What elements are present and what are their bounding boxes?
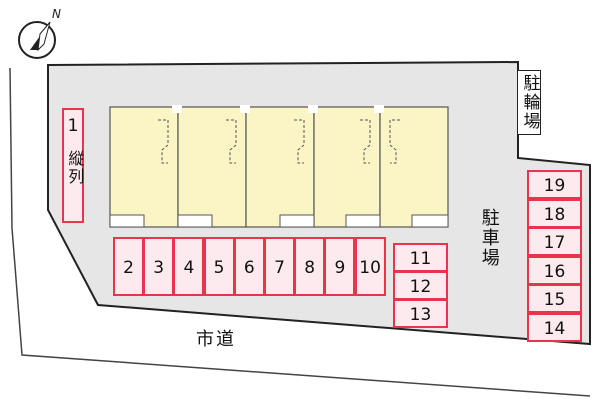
- parking-slot-14: 14: [527, 312, 582, 342]
- parking-slot-1: 1 縦列: [62, 108, 84, 223]
- road-edge-outer: [9, 67, 591, 397]
- parking-slot-4: 4: [173, 237, 205, 296]
- parking-slot-18: 18: [527, 198, 582, 228]
- entry-block: [411, 214, 449, 228]
- slot-number: 17: [543, 233, 566, 253]
- parking-slot-12: 12: [393, 271, 448, 300]
- parking-slot-9: 9: [324, 237, 356, 296]
- stair-outline: [226, 119, 237, 164]
- building-unit: [379, 106, 449, 228]
- slot-number: 7: [274, 258, 285, 278]
- north-label: N: [52, 7, 61, 21]
- parking-slot-16: 16: [527, 255, 582, 285]
- stair-outline: [389, 119, 400, 164]
- slot-number: 16: [543, 261, 566, 282]
- parking-slot-6: 6: [233, 237, 265, 296]
- slot-number: 13: [409, 305, 432, 325]
- apartment-building: [109, 105, 449, 228]
- building-unit: [109, 106, 179, 228]
- parking-slot-7: 7: [264, 237, 295, 296]
- parking-slot-19: 19: [527, 170, 582, 199]
- slot-number: 11: [409, 249, 432, 269]
- parking-slot-3: 3: [143, 237, 175, 296]
- parking-slot-15: 15: [527, 284, 582, 313]
- slot-number: 14: [543, 318, 566, 339]
- slot-number: 5: [213, 258, 225, 278]
- entry-block: [345, 214, 381, 228]
- building-unit: [245, 106, 315, 228]
- slot-number: 6: [243, 258, 255, 278]
- stair-outline: [294, 119, 305, 164]
- slot-number: 9: [334, 258, 346, 278]
- slot-number: 18: [543, 204, 566, 225]
- slot-number: 8: [304, 258, 316, 278]
- parking-slot-17: 17: [527, 227, 582, 256]
- north-arrow-icon: N: [18, 7, 61, 59]
- parking-lot-label: 駐車場: [478, 208, 500, 268]
- slot-number: 19: [543, 176, 566, 196]
- entry-block: [109, 214, 145, 228]
- entry-block: [177, 214, 213, 228]
- stair-outline: [360, 119, 371, 164]
- parking-slot-5: 5: [203, 237, 235, 296]
- bicycle-parking-label: 駐輪場: [517, 70, 541, 135]
- parking-slot-8: 8: [294, 237, 326, 296]
- slot-number: 4: [183, 258, 195, 278]
- parking-slot-10: 10: [354, 237, 386, 296]
- slot-number: 2: [123, 258, 134, 278]
- city-road-label: 市道: [196, 329, 236, 350]
- slot-number: 15: [543, 290, 566, 310]
- tandem-note-label: 縦列: [65, 150, 85, 186]
- building-unit: [177, 106, 247, 228]
- stair-outline: [158, 119, 169, 164]
- slot-number: 10: [359, 258, 381, 278]
- slot-number: 3: [153, 258, 165, 278]
- slot-number: 1: [67, 116, 79, 136]
- parking-slot-11: 11: [393, 243, 448, 272]
- parking-slot-2: 2: [113, 237, 144, 296]
- entry-block: [279, 214, 315, 228]
- parking-slot-13: 13: [393, 299, 448, 328]
- slot-number: 12: [409, 277, 432, 297]
